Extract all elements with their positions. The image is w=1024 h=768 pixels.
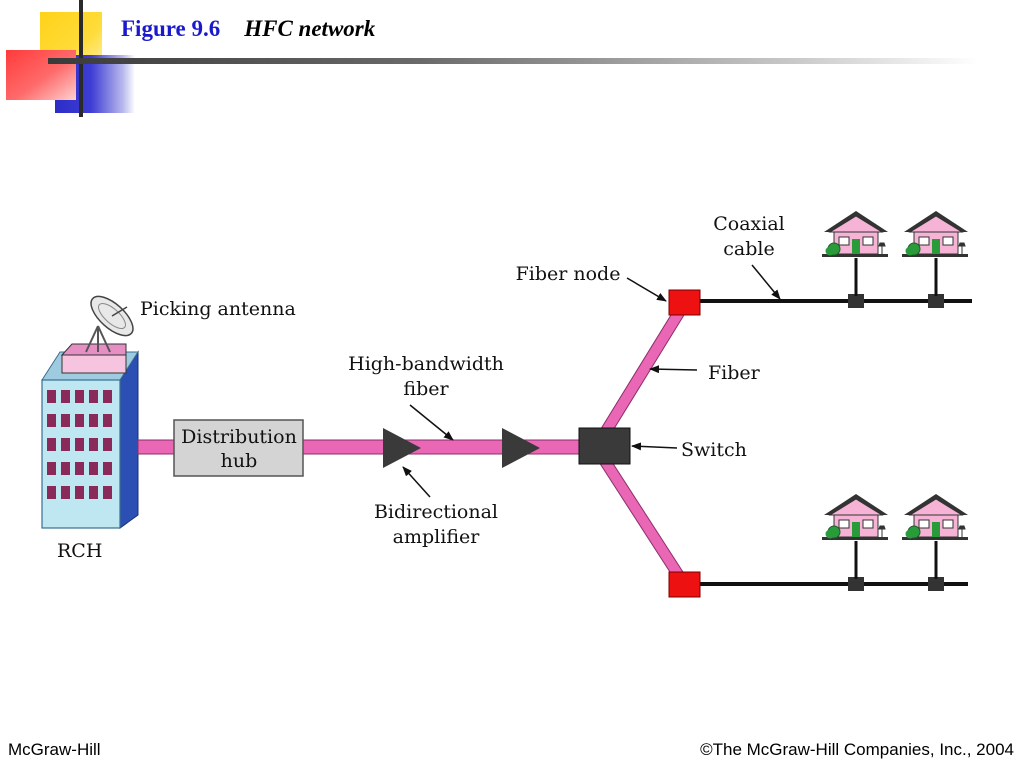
label-bidirectional-1: Bidirectional — [374, 501, 498, 523]
figure-title: HFC network — [244, 16, 376, 41]
label-bidirectional-2: amplifier — [393, 526, 481, 548]
house-icon — [821, 493, 889, 580]
house-icon — [901, 493, 969, 580]
arrow-switch — [631, 442, 678, 451]
arrow-bidirectional — [402, 466, 431, 498]
amplifier-icon — [502, 428, 540, 468]
tap-box — [848, 294, 864, 308]
tap-box — [928, 294, 944, 308]
arrow-fiber — [649, 365, 698, 374]
footer-copyright: ©The McGraw-Hill Companies, Inc., 2004 — [700, 740, 1014, 759]
amplifier-icon — [383, 428, 421, 468]
label-distribution-hub-2: hub — [221, 450, 258, 472]
label-fiber-node: Fiber node — [516, 263, 621, 285]
distribution-hub — [173, 419, 304, 477]
footer-publisher: McGraw-Hill — [8, 740, 101, 759]
arrow-coaxial — [751, 264, 781, 300]
label-coaxial-1: Coaxial — [713, 213, 785, 235]
fiber-node-upper — [668, 289, 701, 316]
switch-box — [578, 427, 631, 465]
arrow-high-bandwidth — [409, 404, 454, 441]
title-underline — [48, 58, 978, 64]
label-rch: RCH — [57, 540, 102, 562]
label-fiber: Fiber — [708, 362, 761, 384]
rch-building — [41, 343, 139, 529]
house-icon — [821, 210, 889, 297]
fiber-node-lower — [668, 571, 701, 598]
label-distribution-hub-1: Distribution — [181, 426, 297, 448]
label-coaxial-2: cable — [723, 238, 774, 260]
fiber-branch-lower — [598, 461, 693, 587]
tap-box — [848, 577, 864, 591]
house-icon — [901, 210, 969, 297]
fiber-branch-upper — [598, 301, 693, 433]
label-high-bandwidth-2: fiber — [403, 378, 449, 400]
label-high-bandwidth-1: High-bandwidth — [348, 353, 504, 375]
figure-number: Figure 9.6 — [121, 16, 221, 41]
arrow-fiber-node — [626, 277, 667, 302]
tap-box — [928, 577, 944, 591]
label-switch: Switch — [681, 439, 747, 461]
label-picking-antenna: Picking antenna — [140, 298, 296, 320]
satellite-dish-icon — [85, 295, 134, 353]
page-title: Figure 9.6 HFC network — [121, 16, 375, 42]
